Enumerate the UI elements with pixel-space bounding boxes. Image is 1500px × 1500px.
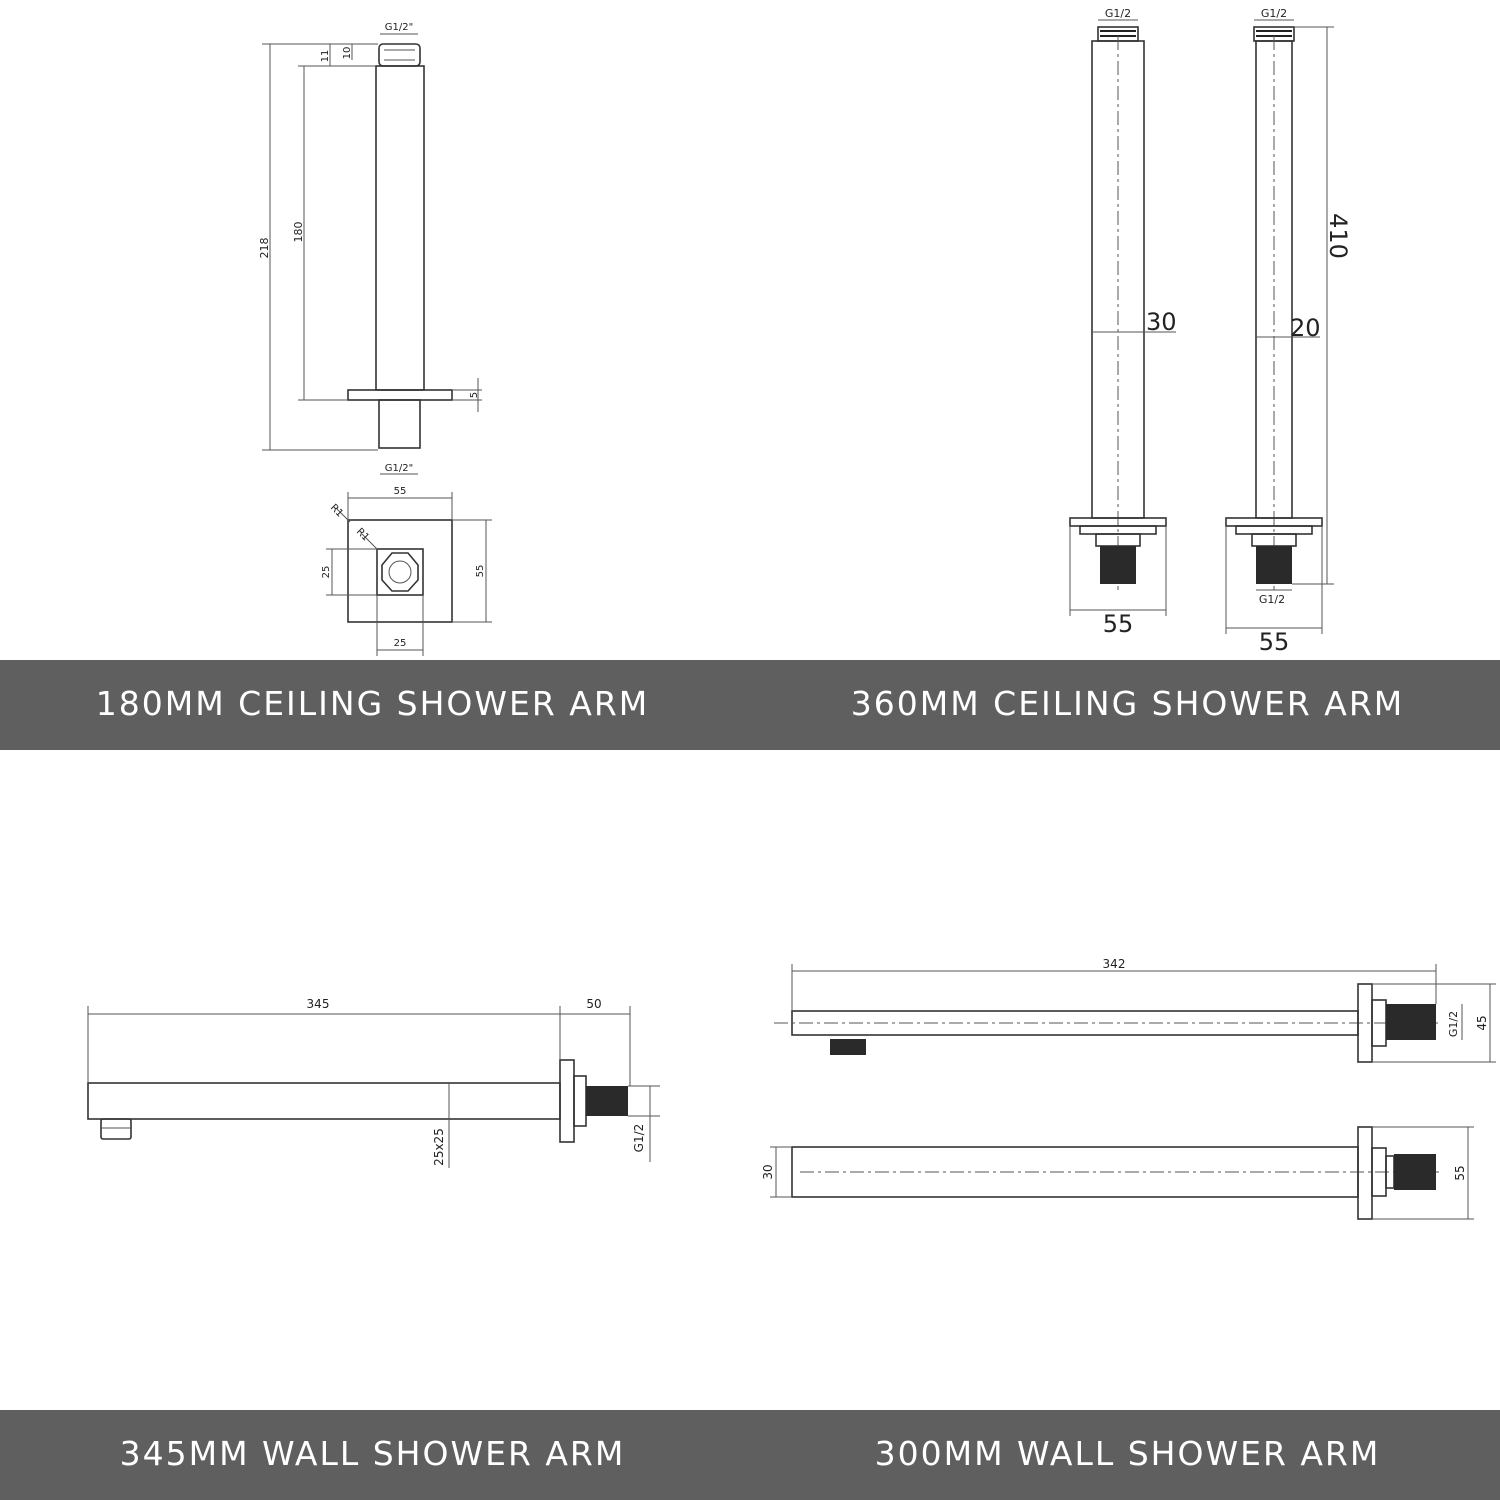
title-360mm-ceiling: 360MM CEILING SHOWER ARM	[850, 684, 1405, 723]
thread-label-top: G1/2"	[385, 22, 413, 33]
dim-inner-height: 25	[321, 566, 332, 579]
dim-50: 50	[586, 997, 601, 1011]
wall-thread	[586, 1086, 628, 1116]
thread-label-bottom: G1/2"	[385, 463, 413, 474]
wall-345-drawing: 345 50 25x25 G1/2	[87, 997, 660, 1168]
dim-30: 30	[1146, 308, 1177, 336]
title-180mm-ceiling: 180MM CEILING SHOWER ARM	[95, 684, 650, 723]
top-nut	[378, 43, 421, 67]
title-345mm-wall: 345MM WALL SHOWER ARM	[119, 1434, 626, 1473]
dim-55-left: 55	[1103, 610, 1134, 638]
label-band-bottom: 345MM WALL SHOWER ARM 300MM WALL SHOWER …	[0, 1410, 1500, 1500]
dim-plate-height: 55	[475, 565, 486, 578]
spigot	[378, 399, 421, 449]
dim-342: 342	[1103, 957, 1126, 971]
dim-218: 218	[258, 238, 271, 259]
dim-5: 5	[469, 392, 480, 398]
left-thread-label: G1/2	[1105, 7, 1131, 20]
title-300mm-wall: 300MM WALL SHOWER ARM	[874, 1434, 1381, 1473]
right-thread-spigot	[1256, 546, 1292, 584]
left-thread-spigot	[1100, 546, 1136, 584]
dim-410: 410	[1324, 213, 1352, 259]
dim-plate-width: 55	[394, 486, 407, 497]
lower-thread	[1394, 1154, 1436, 1190]
dim-10: 10	[342, 47, 353, 60]
lower-wall-plate	[1357, 1126, 1373, 1220]
hex-nut	[381, 552, 419, 592]
wall-thread-label: G1/2	[632, 1124, 646, 1153]
upper-head-connector	[830, 1039, 866, 1055]
dim-55-wall: 55	[1453, 1165, 1467, 1180]
dim-11: 11	[320, 50, 331, 63]
dim-345: 345	[307, 997, 330, 1011]
right-thread-label: G1/2	[1261, 7, 1287, 20]
dim-55-right: 55	[1259, 628, 1290, 656]
dim-45: 45	[1475, 1015, 1489, 1030]
ceiling-plate	[347, 389, 453, 401]
wall-300-drawing: 342 G1/2 45 30 55	[761, 957, 1496, 1220]
dim-20: 20	[1290, 314, 1321, 342]
ceiling-360-drawing: G1/2 30 55 G1/2 20 G1/2 55	[1069, 7, 1352, 656]
plate-plan	[347, 519, 453, 623]
dim-inner-width: 25	[394, 638, 407, 649]
head-connector	[100, 1118, 132, 1140]
ceiling-180-drawing: 218 180 11 10 5 G1/2" G1/2" 55 5	[258, 22, 492, 656]
wall-plate	[559, 1059, 575, 1143]
label-band-top: 180MM CEILING SHOWER ARM 360MM CEILING S…	[0, 660, 1500, 750]
dim-180: 180	[292, 222, 305, 243]
bottom-thread-label: G1/2	[1259, 593, 1285, 606]
dim-30-wall: 30	[761, 1164, 775, 1179]
wall-arm-body	[87, 1082, 561, 1120]
plate-inner-square	[376, 548, 424, 596]
arm-body	[375, 65, 425, 391]
section-label: 25x25	[432, 1128, 446, 1166]
radius-label-outer: R1	[328, 502, 345, 519]
upper-thread-label: G1/2	[1447, 1011, 1460, 1037]
upper-thread	[1386, 1004, 1436, 1040]
